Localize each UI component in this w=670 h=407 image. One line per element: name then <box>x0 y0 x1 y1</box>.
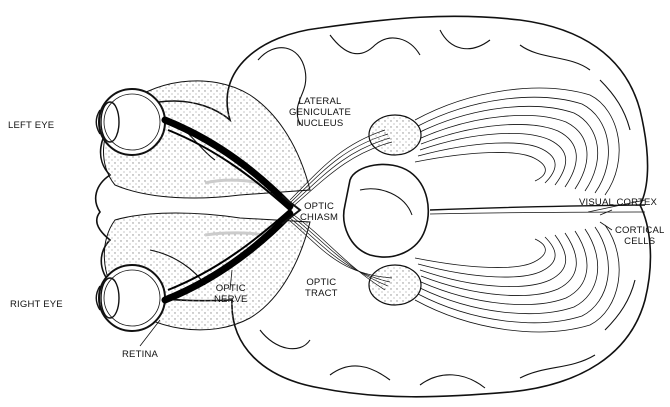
label-optic-tract: OPTIC TRACT <box>305 277 338 299</box>
label-left-eye: LEFT EYE <box>8 120 54 131</box>
lgn-left <box>369 115 421 155</box>
label-optic-nerve: OPTIC NERVE <box>214 283 248 305</box>
label-lateral-geniculate-nucleus: LATERAL GENICULATE NUCLEUS <box>289 96 351 129</box>
lgn-right <box>369 265 421 305</box>
label-retina: RETINA <box>122 349 158 360</box>
label-right-eye: RIGHT EYE <box>10 299 63 310</box>
label-visual-cortex: VISUAL CORTEX <box>579 197 657 208</box>
label-cortical-cells: CORTICAL CELLS <box>615 225 664 247</box>
midbrain <box>344 164 429 257</box>
label-optic-chiasm: OPTIC CHIASM <box>300 201 338 223</box>
